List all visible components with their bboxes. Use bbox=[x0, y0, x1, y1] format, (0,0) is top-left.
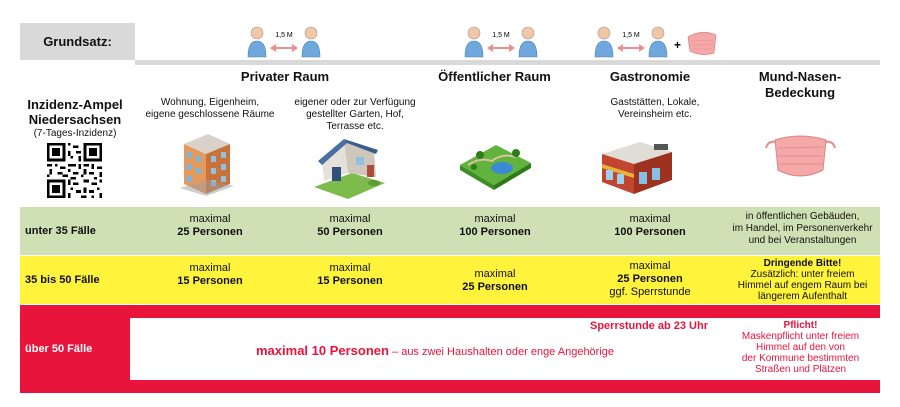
red-sperrstunde: Sperrstunde ab 23 Uhr bbox=[590, 320, 708, 332]
yellow-oeffentlich-b: 25 Personen bbox=[462, 281, 528, 293]
svg-text:+: + bbox=[674, 38, 681, 52]
qr-code-icon bbox=[47, 143, 102, 198]
red-pflicht: Pflicht! bbox=[783, 320, 818, 331]
grundsatz-background bbox=[20, 23, 135, 60]
yellow-gastro-a: maximal bbox=[629, 260, 671, 272]
mask-icon bbox=[687, 32, 717, 55]
green-privat-1-b: 25 Personen bbox=[177, 226, 243, 238]
header-oeffentlich: Öffentlicher Raum bbox=[438, 69, 551, 84]
row-ueber-50-left bbox=[20, 318, 130, 380]
green-gastro-a: maximal bbox=[629, 213, 671, 225]
distance-icon-privat: 1,5 M bbox=[247, 26, 321, 58]
header-gastro: Gastronomie bbox=[609, 69, 691, 84]
house-garden-icon bbox=[314, 139, 385, 199]
apartment-building-icon bbox=[180, 134, 234, 196]
header-maske: Mund-Nasen- Bedeckung bbox=[758, 69, 842, 100]
person-icon bbox=[247, 26, 267, 58]
yellow-privat-2-a: maximal bbox=[329, 262, 371, 274]
yellow-oeffentlich-a: maximal bbox=[474, 268, 516, 280]
row-unter-35 bbox=[20, 207, 880, 255]
red-pflicht-text: Maskenpflicht unter freiem Himmel auf de… bbox=[741, 331, 860, 375]
yellow-privat-2-b: 15 Personen bbox=[317, 275, 383, 287]
red-main-rest: – aus zwei Haushalten oder enge Angehöri… bbox=[388, 346, 615, 358]
yellow-privat-1-b: 15 Personen bbox=[177, 275, 243, 287]
label-35-bis-50: 35 bis 50 Fälle bbox=[25, 274, 100, 286]
svg-text:1,5 M: 1,5 M bbox=[492, 32, 510, 39]
row-ueber-50-bottom bbox=[20, 380, 880, 393]
yellow-gastro-c: ggf. Sperrstunde bbox=[609, 286, 691, 298]
person-icon bbox=[301, 26, 321, 58]
ampel-subtitle: (7-Tages-Inzidenz) bbox=[33, 128, 117, 139]
ampel-title: Inzidenz-Ampel Niedersachsen bbox=[27, 97, 123, 127]
svg-text:1,5 M: 1,5 M bbox=[622, 32, 640, 39]
label-unter-35: unter 35 Fälle bbox=[25, 225, 96, 237]
green-privat-2-b: 50 Personen bbox=[317, 226, 383, 238]
grundsatz-divider bbox=[135, 60, 880, 65]
green-maske: in öffentlichen Gebäuden, im Handel, im … bbox=[732, 211, 873, 246]
gastro-sub: Gaststätten, Lokale, Vereinsheim etc. bbox=[610, 97, 700, 120]
yellow-maske-bitte: Dringende Bitte! bbox=[763, 258, 842, 269]
green-privat-2-a: maximal bbox=[329, 213, 371, 225]
header-privat: Privater Raum bbox=[240, 69, 330, 84]
face-mask-icon bbox=[765, 135, 836, 177]
row-35-bis-50 bbox=[20, 256, 880, 304]
restaurant-icon bbox=[602, 142, 672, 194]
privat-sub-garten: eigener oder zur Verfügung gestellter Ga… bbox=[294, 97, 416, 132]
green-privat-1-a: maximal bbox=[189, 213, 231, 225]
privat-sub-wohnung: Wohnung, Eigenheim, eigene geschlossene … bbox=[145, 97, 275, 120]
green-gastro-b: 100 Personen bbox=[614, 226, 686, 238]
distance-mask-icon-gastro: 1,5 M + bbox=[594, 26, 717, 58]
yellow-gastro-b: 25 Personen bbox=[617, 273, 683, 285]
green-oeffentlich-a: maximal bbox=[474, 213, 516, 225]
arrow-icon bbox=[270, 44, 298, 52]
yellow-maske-text: Zusätzlich: unter freiem Himmel auf enge… bbox=[737, 269, 868, 302]
green-oeffentlich-b: 100 Personen bbox=[459, 226, 531, 238]
distance-icon-oeffentlich: 1,5 M bbox=[464, 26, 538, 58]
grundsatz-label: Grundsatz: bbox=[43, 34, 112, 49]
label-ueber-50: über 50 Fälle bbox=[25, 343, 93, 355]
yellow-privat-1-a: maximal bbox=[189, 262, 231, 274]
row-ueber-50-top bbox=[20, 305, 880, 318]
svg-text:1,5 M: 1,5 M bbox=[275, 32, 293, 39]
park-icon bbox=[460, 145, 531, 190]
red-main-bold: maximal 10 Personen bbox=[256, 343, 389, 358]
